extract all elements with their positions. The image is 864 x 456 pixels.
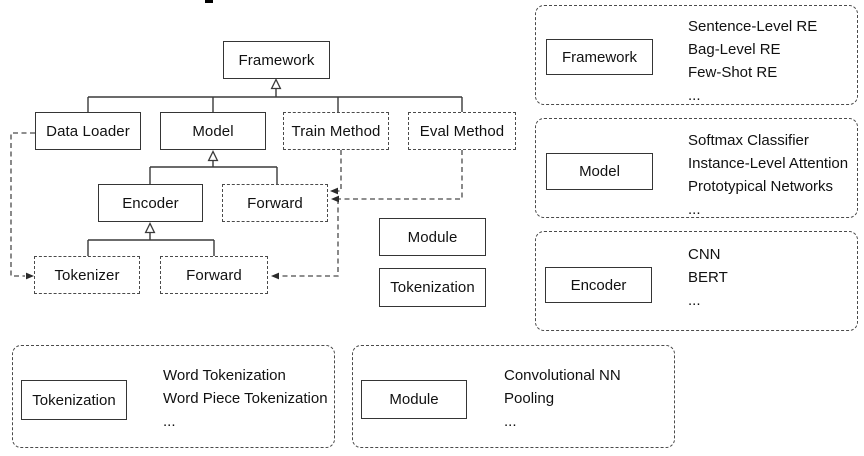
legend-item: ... [504,413,517,430]
node-tokenizer: Tokenizer [34,256,140,294]
legend-item: Instance-Level Attention [688,155,849,172]
legend-item: ... [688,292,701,309]
legend-item: Sentence-Level RE [688,18,818,35]
legend-encoder: Encoder CNN BERT ... [535,231,858,331]
legend-module: Module Convolutional NN Pooling ... [352,345,675,448]
legend-item: BERT [688,269,728,286]
legend-item: ... [688,201,701,218]
legend-item: CNN [688,246,721,263]
legend-item: Bag-Level RE [688,41,781,58]
legend-item: ... [163,413,176,430]
legend-item: Softmax Classifier [688,132,809,149]
legend-framework: Framework Sentence-Level RE Bag-Level RE… [535,5,858,105]
legend-item: Few-Shot RE [688,64,778,81]
legend-tokenization-label: Tokenization [21,380,127,420]
legend-model: Model Softmax Classifier Instance-Level … [535,118,858,218]
legend-module-items: Convolutional NN Pooling ... [504,364,621,433]
legend-tokenization-items: Word Tokenization Word Piece Tokenizatio… [163,364,328,433]
node-forward-model: Forward [222,184,328,222]
legend-item: Prototypical Networks [688,178,834,195]
legend-item: Convolutional NN [504,367,621,384]
legend-encoder-label: Encoder [545,267,652,303]
legend-model-label: Model [546,153,653,190]
node-train-method: Train Method [283,112,389,150]
node-eval-method: Eval Method [408,112,516,150]
legend-framework-items: Sentence-Level RE Bag-Level RE Few-Shot … [688,15,817,107]
legend-tokenization: Tokenization Word Tokenization Word Piec… [12,345,335,448]
legend-framework-label: Framework [546,39,653,75]
legend-model-items: Softmax Classifier Instance-Level Attent… [688,129,848,221]
legend-module-label: Module [361,380,467,419]
legend-encoder-items: CNN BERT ... [688,243,728,312]
node-model: Model [160,112,266,150]
node-framework: Framework [223,41,330,79]
node-tokenization: Tokenization [379,268,486,307]
legend-item: Word Tokenization [163,367,286,384]
node-encoder: Encoder [98,184,203,222]
legend-item: Pooling [504,390,555,407]
node-data-loader: Data Loader [35,112,141,150]
legend-item: Word Piece Tokenization [163,390,328,407]
cropped-title-fragment [205,0,213,3]
node-module: Module [379,218,486,256]
legend-item: ... [688,87,701,104]
node-forward-encoder: Forward [160,256,268,294]
